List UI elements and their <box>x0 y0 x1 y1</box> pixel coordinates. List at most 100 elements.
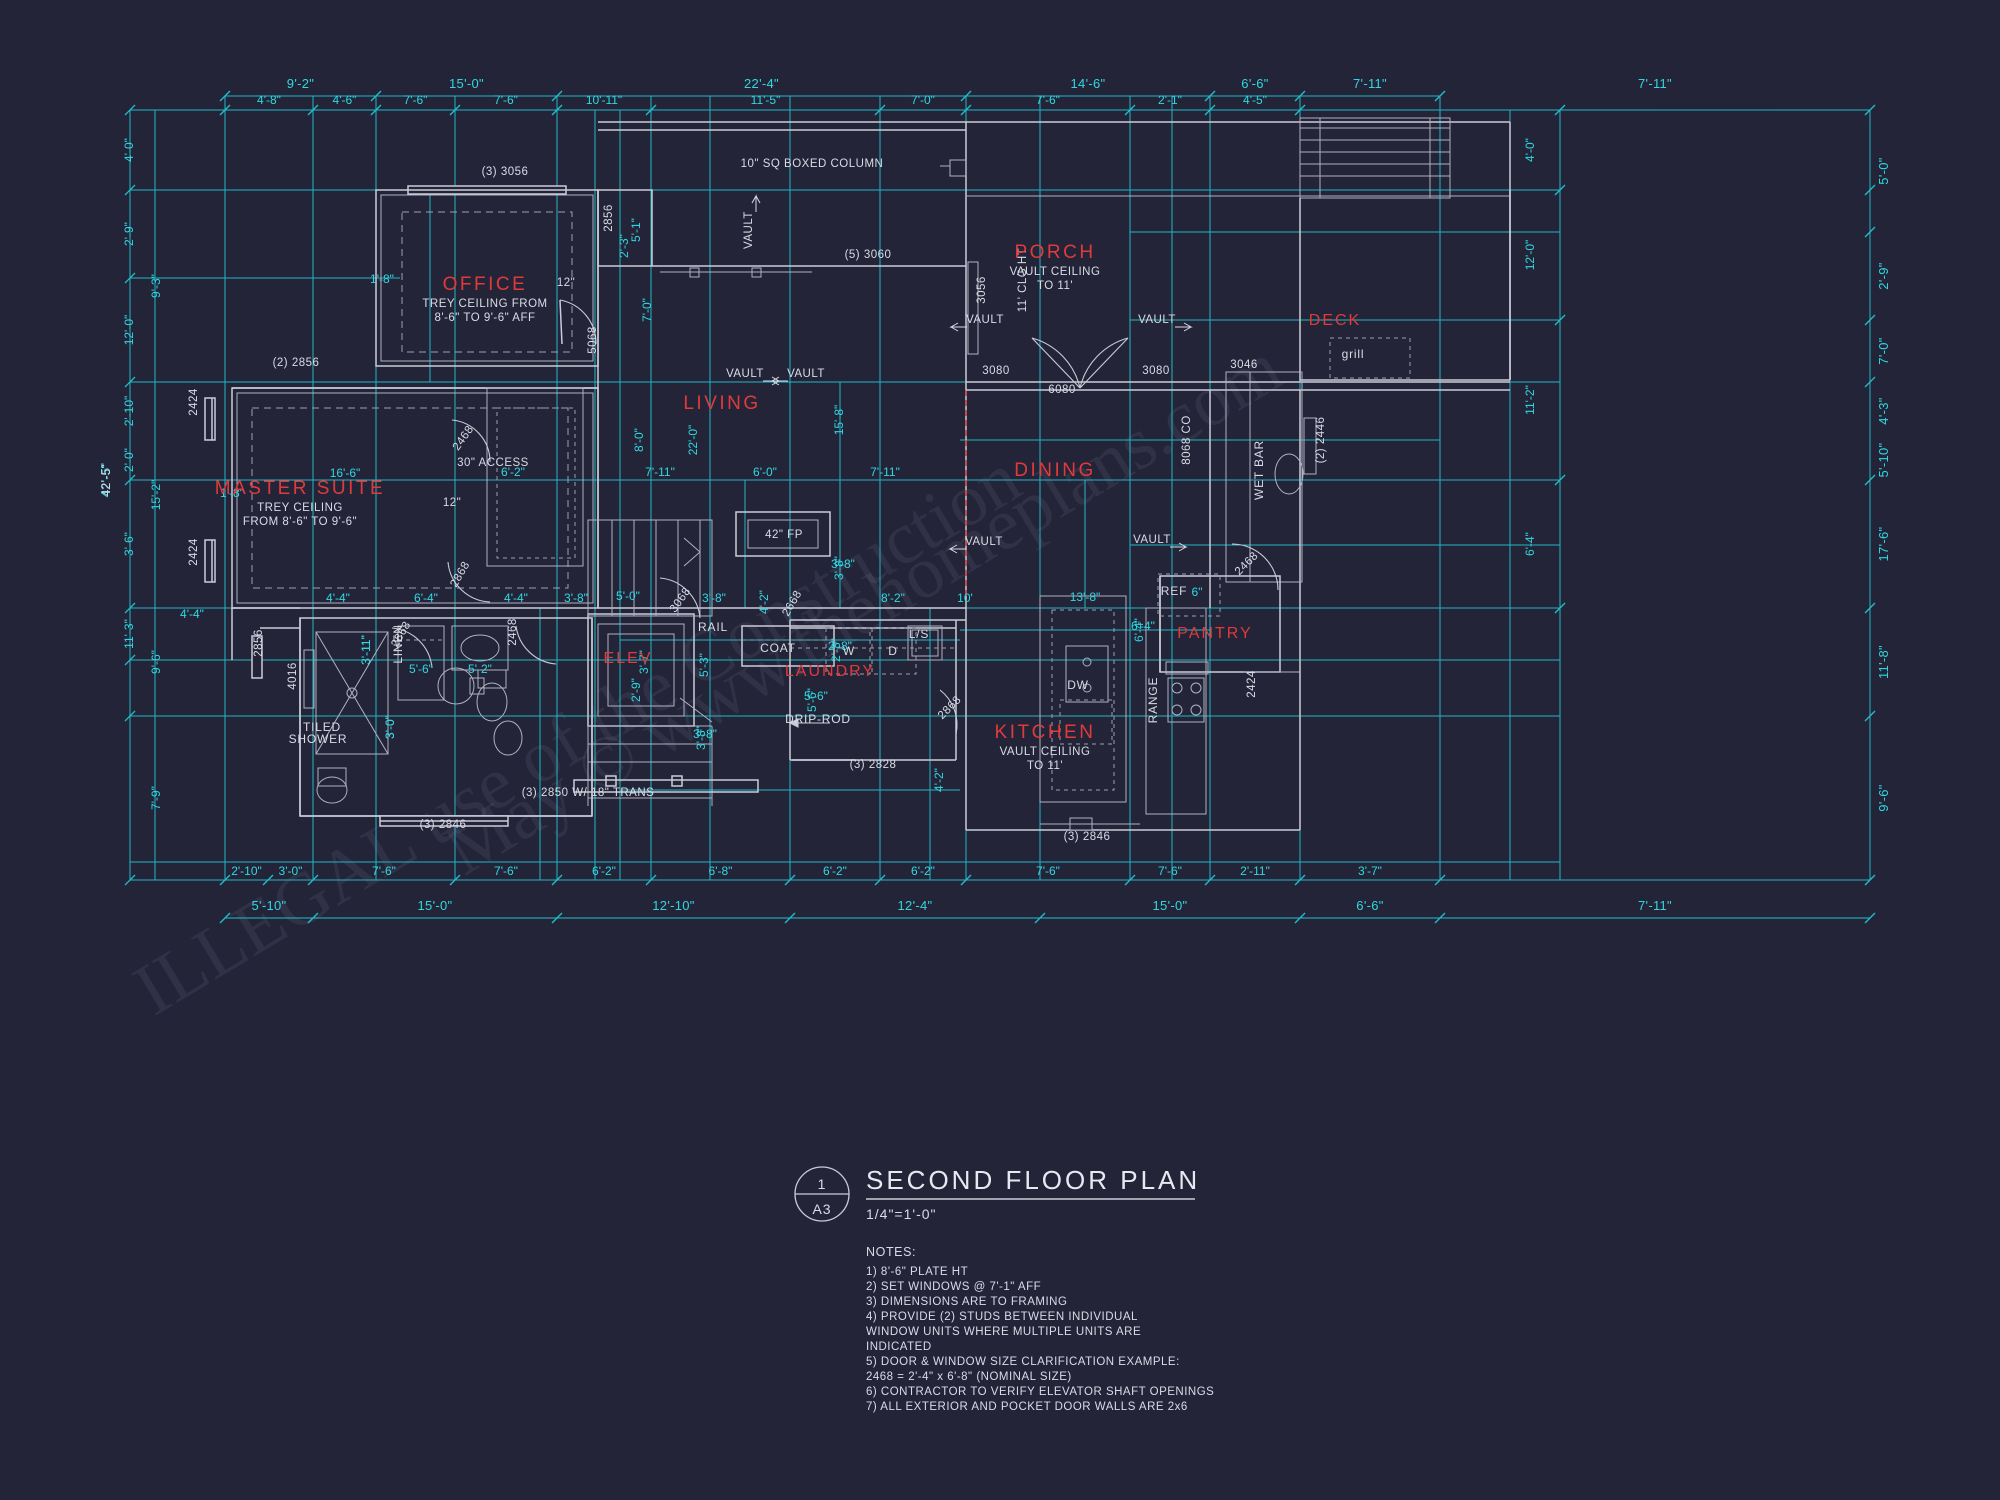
dimension-interior-24: 3'-11" <box>359 635 373 665</box>
dimension-bottom-inner: 2'-11" <box>1240 864 1270 878</box>
dimension-tick <box>551 874 563 886</box>
room-label-elev: ELEV <box>604 650 653 667</box>
room-sublabel-office-0: TREY CEILING FROM <box>422 298 547 310</box>
dimension-right-outer: 2'-9" <box>1876 262 1891 289</box>
dimension-tick <box>1294 912 1306 924</box>
dimension-bottom-inner: 7'-6" <box>494 864 518 878</box>
dimension-tick <box>1124 104 1136 116</box>
plan-label-40: 8068 CO <box>1181 415 1193 465</box>
plan-label-38: RANGE <box>1146 677 1160 724</box>
vault-arrow-icon <box>770 376 788 386</box>
dimension-tick <box>370 104 382 116</box>
room-label-laundry: LAUNDRY <box>785 663 875 680</box>
dimension-bottom-inner: 6'-2" <box>592 864 616 878</box>
plan-label-15: SHOWER <box>289 732 348 746</box>
dimension-right-outer: 4'-3" <box>1876 397 1891 424</box>
plan-label-12: 2856 <box>253 629 265 657</box>
vault-label-5: VAULT <box>965 536 1003 548</box>
dimension-interior-0: 1'-8" <box>370 272 394 286</box>
dimension-top-outer: 7'-11" <box>1638 76 1672 91</box>
plan-title: SECOND FLOOR PLAN <box>866 1165 1200 1195</box>
dimension-tick <box>307 912 319 924</box>
dimension-tick <box>551 912 563 924</box>
plan-label-46: 12" <box>557 277 575 289</box>
dimension-tick <box>124 104 136 116</box>
dimension-tick <box>124 474 136 486</box>
dimension-tick <box>124 874 136 886</box>
plan-label-0: 10" SQ BOXED COLUMN <box>741 158 884 170</box>
dimension-top-outer: 22'-4" <box>744 76 779 91</box>
dimension-tick <box>1864 602 1876 614</box>
dimension-bottom-outer: 15'-0" <box>418 898 453 913</box>
dimension-top-inner: 7'-6" <box>494 93 518 107</box>
note-item-10: 7) ALL EXTERIOR AND POCKET DOOR WALLS AR… <box>866 1401 1188 1413</box>
plan-label-43: 3056 <box>976 276 988 304</box>
room-sublabel-kitchen-0: VAULT CEILING <box>1000 746 1091 758</box>
plan-label-19: 2468 <box>451 424 477 453</box>
dimension-tick <box>1864 912 1876 924</box>
dimension-tick <box>124 602 136 614</box>
room-label-office: OFFICE <box>443 274 528 295</box>
dimension-tick <box>124 710 136 722</box>
dimension-bottom-outer: 15'-0" <box>1153 898 1188 913</box>
room-label-porch: PORCH <box>1014 242 1095 263</box>
plan-label-30: 2868 <box>936 694 964 722</box>
dimension-tick <box>1294 104 1306 116</box>
dimension-bottom-outer: 12'-10" <box>652 898 695 913</box>
dimension-tick <box>449 104 461 116</box>
plan-label-9: 5068 <box>587 326 599 354</box>
dimension-top-outer: 15'-0" <box>449 76 484 91</box>
vault-label-3: VAULT <box>966 314 1004 326</box>
dimension-tick <box>1554 184 1566 196</box>
dimension-top-inner: 4'-6" <box>333 93 357 107</box>
dimension-interior-6: 7'-11" <box>870 465 900 479</box>
room-label-kitchen: KITCHEN <box>995 722 1096 743</box>
dimension-tick <box>307 874 319 886</box>
dimension-interior-19: 4'-2" <box>757 590 771 614</box>
dimension-tick <box>874 874 886 886</box>
vault-label-0: VAULT <box>726 368 764 380</box>
dimension-interior-5: 6'-0" <box>753 465 777 479</box>
dimension-tick <box>1864 710 1876 722</box>
plan-label-31: (3) 2828 <box>850 759 897 771</box>
dimension-tick <box>784 874 796 886</box>
plan-label-20: 2868 <box>448 560 472 590</box>
notes-heading: NOTES: <box>866 1245 916 1259</box>
note-item-1: 1) 8'-6" PLATE HT <box>866 1266 968 1278</box>
dimension-right-inner: 6'-4" <box>1523 532 1537 556</box>
dimension-tick <box>124 272 136 284</box>
dimension-interior-37: 7'-0" <box>640 298 654 322</box>
dimension-tick <box>1204 104 1216 116</box>
dimension-bottom-inner: 6'-2" <box>911 864 935 878</box>
dimension-right-inner: 12'-0" <box>1523 240 1537 271</box>
dimension-interior-v3: 5'-6" <box>805 688 819 712</box>
plan-label-22: 3068 <box>668 586 694 615</box>
dimension-left-mid: 11'-3" <box>122 619 136 649</box>
dimension-interior-v4: 3'-8" <box>694 726 708 750</box>
dimension-interior-22: 3'-8" <box>831 557 855 571</box>
plan-label-18: 30" ACCESS <box>457 457 529 469</box>
dimension-interior-33: 2'-9" <box>629 678 643 702</box>
dimension-tick <box>960 90 972 102</box>
dimension-right-outer: 7'-0" <box>1876 337 1891 364</box>
vault-arrow-icon <box>949 322 967 332</box>
room-label-dining: DINING <box>1014 460 1096 481</box>
dimension-tick <box>1204 874 1216 886</box>
vault-arrow-icon <box>1170 542 1188 552</box>
dimension-top-inner: 7'-6" <box>404 93 428 107</box>
dimension-tick <box>262 874 274 886</box>
dimension-tick <box>1434 912 1446 924</box>
dimension-interior-3: 6'-2" <box>501 465 525 479</box>
dimension-tick <box>1864 104 1876 116</box>
dimension-right-inner: 11'-2" <box>1523 385 1537 415</box>
dimension-tick <box>1434 874 1446 886</box>
dimension-interior-17: 5'-0" <box>616 589 640 603</box>
dimension-interior-v5: 2'-8" <box>829 638 843 662</box>
dimension-left-inner: 15'-2" <box>149 480 163 511</box>
dimension-tick <box>645 104 657 116</box>
dimension-top-inner: 11'-5" <box>751 93 781 107</box>
dimension-tick <box>124 654 136 666</box>
dimension-tick <box>124 184 136 196</box>
